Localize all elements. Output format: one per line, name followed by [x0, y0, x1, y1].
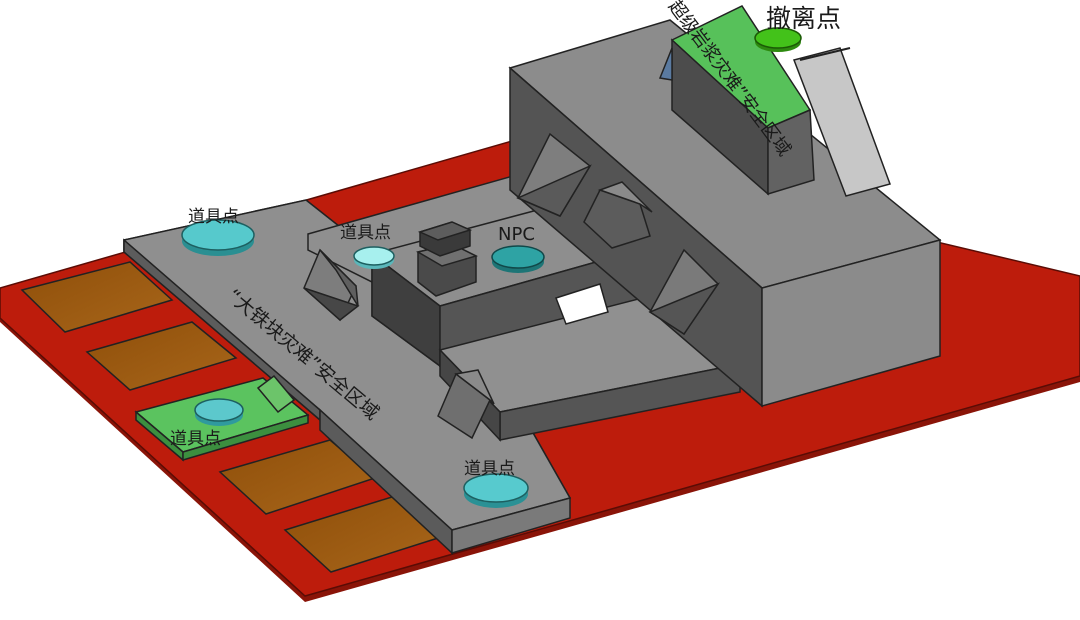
item-disc-bottom [463, 473, 529, 508]
item-disc-green [194, 398, 244, 426]
label-item-point-green: 道具点 [170, 429, 221, 449]
label-item-point-center: 道具点 [340, 223, 391, 243]
iron-block-platform [123, 199, 572, 555]
crates [415, 221, 479, 297]
ramp-icon [583, 181, 653, 249]
item-disc-center [353, 246, 395, 269]
slanted-panel [793, 47, 891, 197]
ramp-icon [256, 374, 296, 414]
npc-disc [491, 245, 545, 273]
ramp-icon [516, 132, 592, 217]
brown-pad-1 [20, 261, 174, 333]
label-item-point-top-left: 道具点 [188, 207, 239, 227]
label-evac-point: 撤离点 [766, 4, 841, 33]
ramp-icon [437, 369, 495, 440]
white-sign [555, 283, 609, 325]
crate-icon [417, 221, 473, 257]
label-npc: NPC [498, 224, 535, 245]
evac-disc [754, 27, 802, 52]
ramps [256, 132, 721, 440]
ramp-icon [648, 248, 721, 336]
ramp-icon [303, 248, 360, 322]
item-disc-top-left [181, 219, 255, 256]
brown-pad-2 [85, 321, 238, 391]
lava-safe-block [658, 5, 815, 196]
label-item-point-bottom: 道具点 [464, 459, 515, 479]
